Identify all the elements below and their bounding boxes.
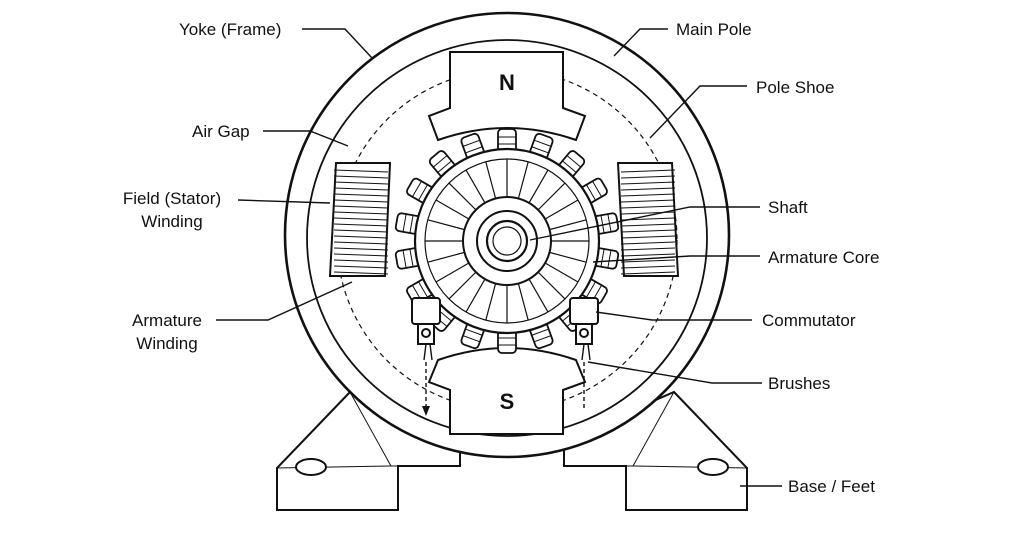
leader-lines bbox=[216, 28, 782, 487]
field-winding-right bbox=[616, 162, 680, 277]
south-pole-letter: S bbox=[500, 389, 515, 414]
north-pole-letter: N bbox=[499, 70, 515, 95]
labels: Yoke (Frame) Main Pole Pole Shoe Air Gap… bbox=[123, 20, 880, 496]
field-winding-left bbox=[328, 162, 392, 277]
label-armature-winding-2: Winding bbox=[136, 334, 197, 353]
commutator-segments bbox=[425, 159, 589, 323]
label-base-feet: Base / Feet bbox=[788, 477, 875, 496]
label-yoke: Yoke (Frame) bbox=[179, 20, 281, 39]
shaft-center bbox=[492, 226, 522, 256]
brush-right bbox=[569, 297, 599, 410]
label-field-winding-1: Field (Stator) bbox=[123, 189, 221, 208]
label-armature-winding-1: Armature bbox=[132, 311, 202, 330]
label-air-gap: Air Gap bbox=[192, 122, 250, 141]
label-field-winding-2: Winding bbox=[141, 212, 202, 231]
label-shaft: Shaft bbox=[768, 198, 808, 217]
north-main-pole bbox=[427, 51, 587, 142]
label-armature-core: Armature Core bbox=[768, 248, 879, 267]
label-pole-shoe: Pole Shoe bbox=[756, 78, 834, 97]
label-commutator: Commutator bbox=[762, 311, 856, 330]
label-brushes: Brushes bbox=[768, 374, 830, 393]
south-main-pole bbox=[427, 347, 587, 435]
brush-left bbox=[411, 297, 441, 416]
label-main-pole: Main Pole bbox=[676, 20, 752, 39]
